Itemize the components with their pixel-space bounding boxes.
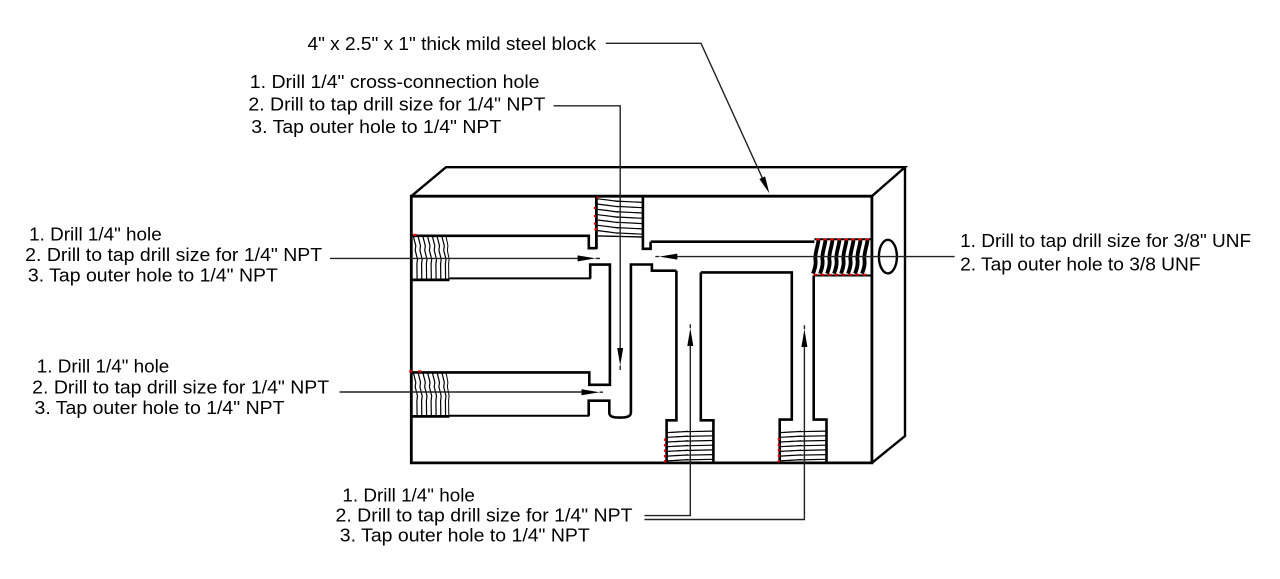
- svg-text:1. Drill to tap drill size for: 1. Drill to tap drill size for 3/8" UNF: [960, 231, 1251, 251]
- svg-text:2. Drill to tap drill size for: 2. Drill to tap drill size for 1/4" NPT: [248, 95, 545, 115]
- svg-text:1. Drill 1/4" hole: 1. Drill 1/4" hole: [29, 225, 162, 245]
- svg-text:1. Drill 1/4" cross-connection: 1. Drill 1/4" cross-connection hole: [250, 72, 540, 92]
- svg-text:2. Drill to tap drill size for: 2. Drill to tap drill size for 1/4" NPT: [25, 245, 322, 265]
- svg-text:2. Drill to tap drill size for: 2. Drill to tap drill size for 1/4" NPT: [32, 377, 329, 397]
- svg-text:1. Drill 1/4" hole: 1. Drill 1/4" hole: [37, 357, 170, 377]
- svg-text:4" x 2.5" x 1" thick mild stee: 4" x 2.5" x 1" thick mild steel block: [308, 34, 598, 54]
- svg-text:1. Drill 1/4" hole: 1. Drill 1/4" hole: [342, 486, 475, 506]
- svg-text:2. Drill to tap drill size for: 2. Drill to tap drill size for 1/4" NPT: [336, 506, 633, 526]
- svg-text:3. Tap outer hole to 1/4" NPT: 3. Tap outer hole to 1/4" NPT: [251, 117, 501, 137]
- svg-text:3. Tap outer hole to 1/4" NPT: 3. Tap outer hole to 1/4" NPT: [340, 526, 590, 546]
- svg-text:3. Tap outer hole to 1/4" NPT: 3. Tap outer hole to 1/4" NPT: [35, 398, 285, 418]
- svg-text:3. Tap outer hole to 1/4" NPT: 3. Tap outer hole to 1/4" NPT: [28, 266, 278, 286]
- svg-text:2. Tap outer hole to 3/8 UNF: 2. Tap outer hole to 3/8 UNF: [960, 255, 1201, 275]
